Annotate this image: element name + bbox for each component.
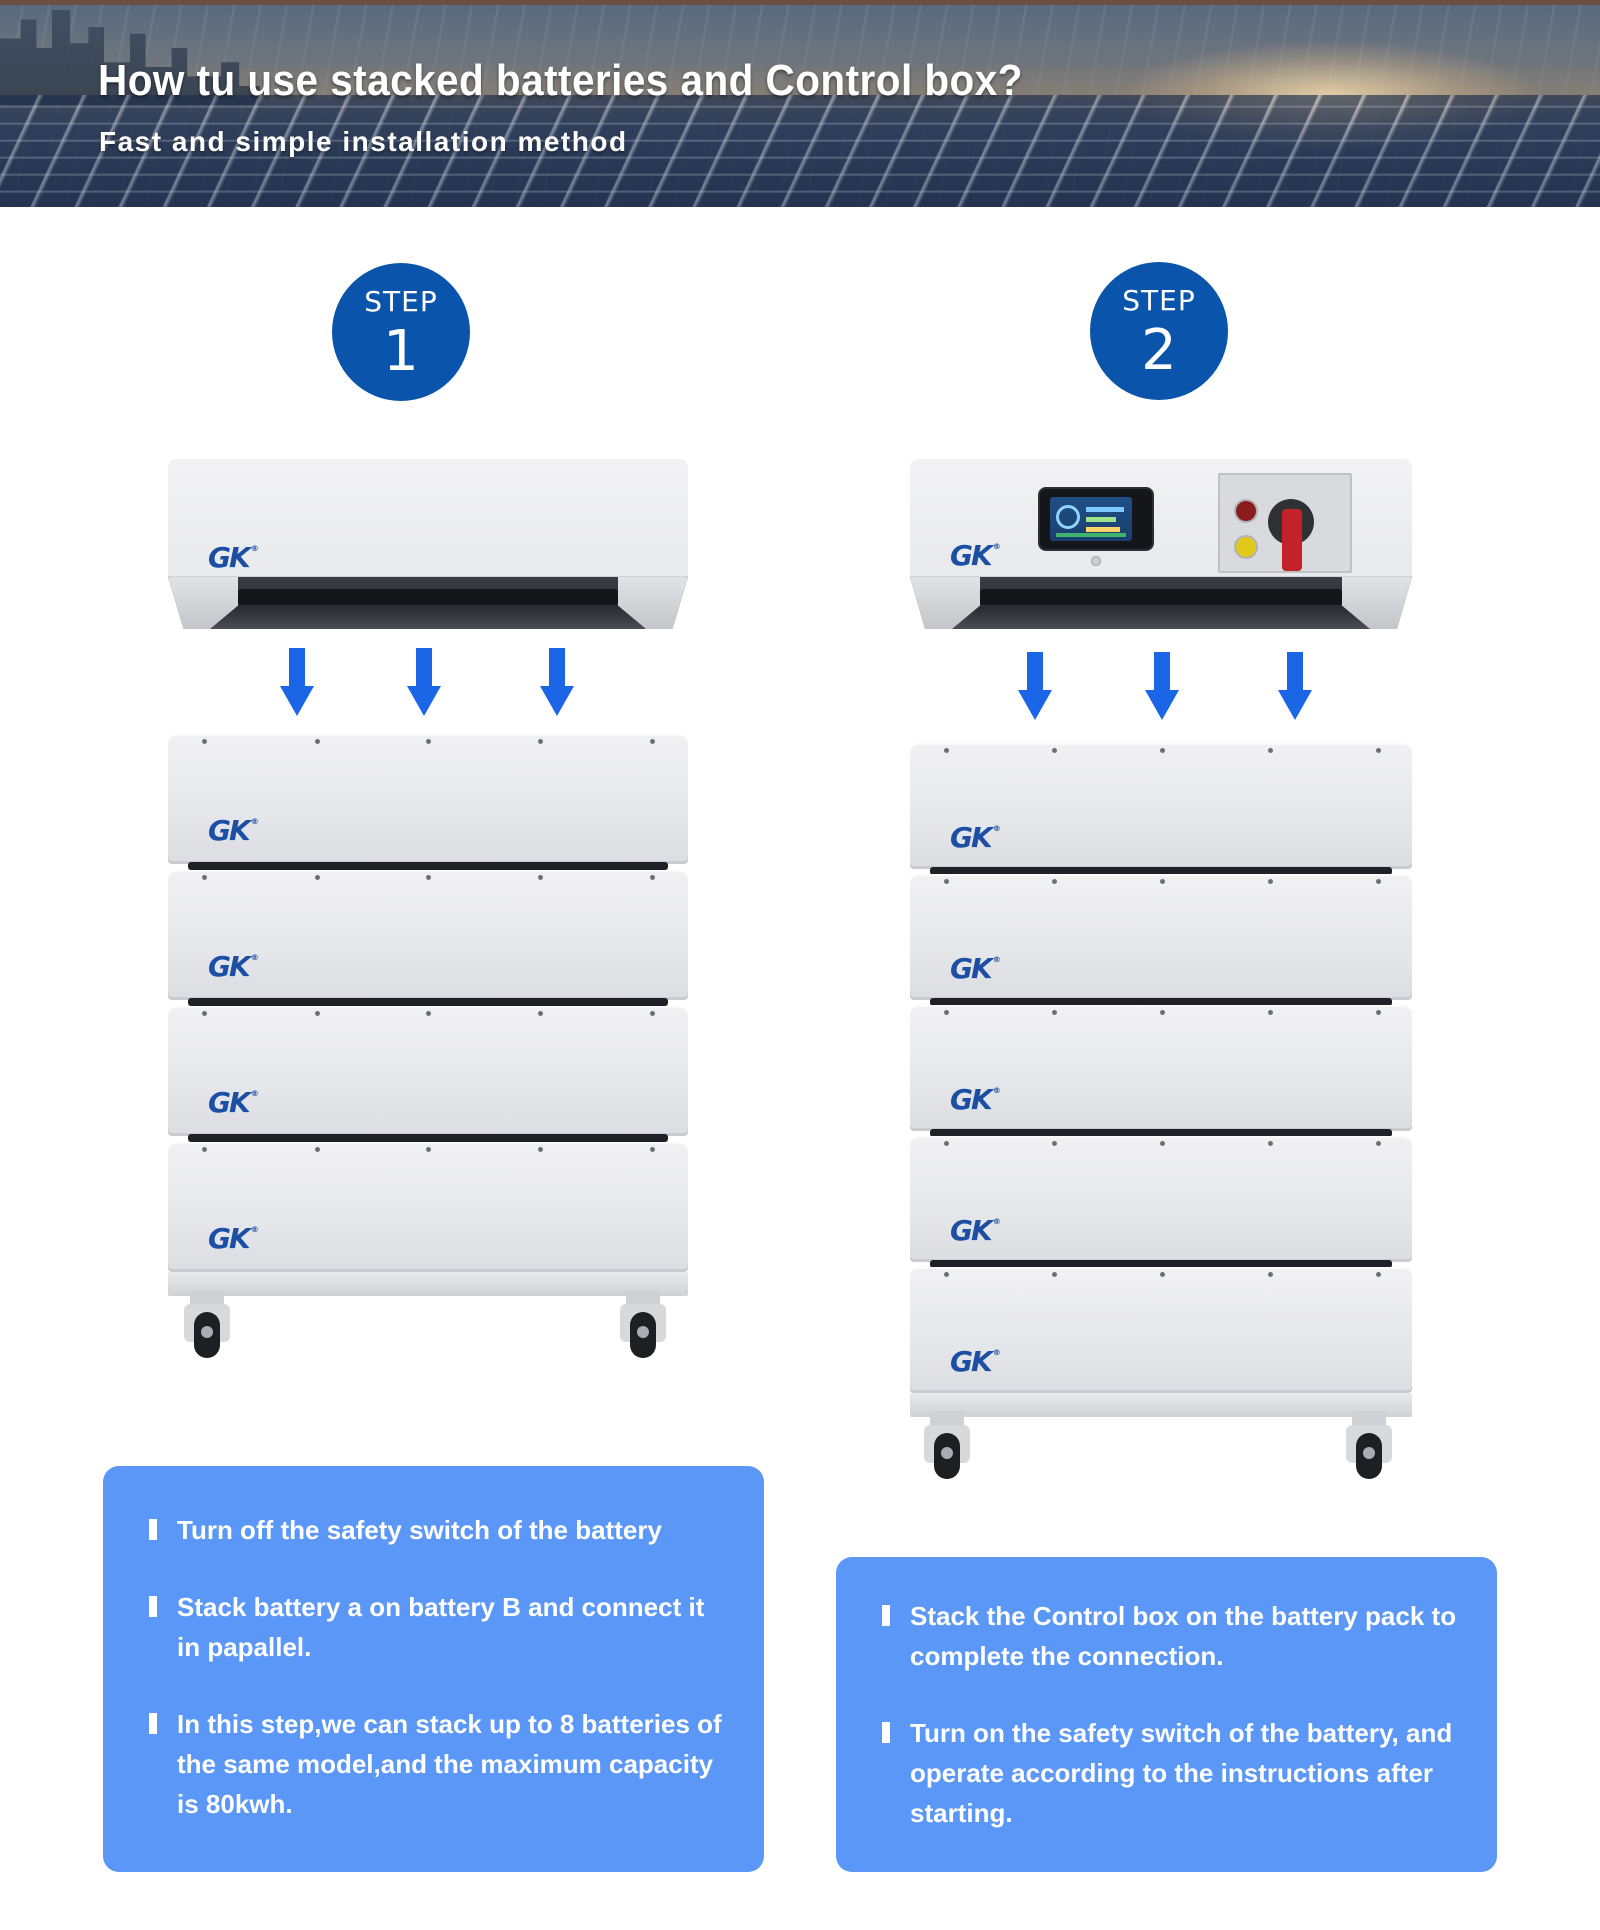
- gk-logo-icon: GK®: [950, 952, 1001, 985]
- caster-wheel-icon: [920, 1411, 974, 1481]
- list-item-text: Turn off the safety switch of the batter…: [177, 1515, 662, 1545]
- step-1-control-box: GK®: [168, 459, 688, 649]
- battery-base: [910, 1393, 1412, 1417]
- gk-logo-icon: GK®: [950, 1214, 1001, 1247]
- battery-module: GK®: [168, 870, 688, 1006]
- list-item-text: In this step,we can stack up to 8 batter…: [177, 1709, 722, 1819]
- bullet-bar-icon: [882, 1722, 890, 1743]
- step-2-instructions-card: Stack the Control box on the battery pac…: [836, 1557, 1497, 1872]
- battery-module: GK®: [168, 1006, 688, 1142]
- step-2-battery-stack: GK® GK® GK® GK® GK®: [910, 743, 1412, 1503]
- battery-module: GK®: [910, 743, 1412, 875]
- bullet-bar-icon: [149, 1519, 157, 1540]
- red-indicator-icon: [1236, 501, 1256, 521]
- bullet-bar-icon: [882, 1605, 890, 1626]
- battery-module: GK®: [168, 1142, 688, 1272]
- banner-top-border: [0, 0, 1600, 5]
- gk-logo-icon: GK®: [950, 821, 1001, 854]
- battery-module: GK®: [910, 1267, 1412, 1393]
- caster-wheel-icon: [1342, 1411, 1396, 1481]
- switch-handle-icon: [1282, 509, 1302, 571]
- yellow-indicator-icon: [1236, 537, 1256, 557]
- step-2-number: 2: [1141, 318, 1177, 383]
- arrow-down-icon: [1278, 652, 1312, 722]
- caster-wheel-icon: [180, 1290, 234, 1360]
- list-item: In this step,we can stack up to 8 batter…: [149, 1704, 734, 1824]
- control-box-housing: [168, 459, 688, 579]
- page-title: How tu use stacked batteries and Control…: [98, 56, 1023, 105]
- list-item: Turn on the safety switch of the battery…: [882, 1713, 1467, 1833]
- step-1-instructions-card: Turn off the safety switch of the batter…: [103, 1466, 764, 1872]
- gk-logo-icon: GK®: [950, 1345, 1001, 1378]
- gk-logo-icon: GK®: [950, 539, 1001, 572]
- step-2-badge: STEP 2: [1090, 262, 1228, 400]
- gk-logo-icon: GK®: [208, 1086, 259, 1119]
- arrow-down-icon: [1145, 652, 1179, 722]
- power-button-icon: [1091, 556, 1101, 566]
- banner-solar-panels: [0, 95, 1600, 207]
- safety-switch-panel: [1218, 473, 1352, 573]
- list-item-text: Stack battery a on battery B and connect…: [177, 1592, 705, 1662]
- step-1-battery-stack: GK® GK® GK® GK®: [168, 734, 688, 1374]
- list-item: Stack battery a on battery B and connect…: [149, 1587, 734, 1667]
- gk-logo-icon: GK®: [208, 541, 259, 574]
- step-1-word: STEP: [364, 285, 438, 318]
- battery-module: GK®: [168, 734, 688, 870]
- bullet-bar-icon: [149, 1713, 157, 1734]
- battery-module: GK®: [910, 1136, 1412, 1268]
- list-item: Stack the Control box on the battery pac…: [882, 1596, 1467, 1676]
- step-1-badge: STEP 1: [332, 263, 470, 401]
- battery-base: [168, 1272, 688, 1296]
- gk-logo-icon: GK®: [950, 1083, 1001, 1116]
- lcd-display: [1040, 489, 1152, 549]
- gk-logo-icon: GK®: [208, 950, 259, 983]
- arrow-down-icon: [540, 648, 574, 718]
- gk-logo-icon: GK®: [208, 814, 259, 847]
- list-item-text: Turn on the safety switch of the battery…: [910, 1718, 1453, 1828]
- arrow-down-icon: [1018, 652, 1052, 722]
- list-item: Turn off the safety switch of the batter…: [149, 1510, 734, 1550]
- page-subtitle: Fast and simple installation method: [99, 126, 628, 157]
- battery-module: GK®: [910, 874, 1412, 1006]
- step-2-word: STEP: [1122, 284, 1196, 317]
- step-1-number: 1: [383, 319, 419, 384]
- battery-module: GK®: [910, 1005, 1412, 1137]
- bullet-bar-icon: [149, 1596, 157, 1617]
- arrow-down-icon: [407, 648, 441, 718]
- gk-logo-icon: GK®: [208, 1222, 259, 1255]
- control-box-base: [910, 577, 1412, 629]
- caster-wheel-icon: [616, 1290, 670, 1360]
- header-banner: How tu use stacked batteries and Control…: [0, 0, 1600, 207]
- step-2-control-box: GK®: [910, 459, 1412, 645]
- arrow-down-icon: [280, 648, 314, 718]
- control-box-base: [168, 577, 688, 629]
- list-item-text: Stack the Control box on the battery pac…: [910, 1601, 1457, 1671]
